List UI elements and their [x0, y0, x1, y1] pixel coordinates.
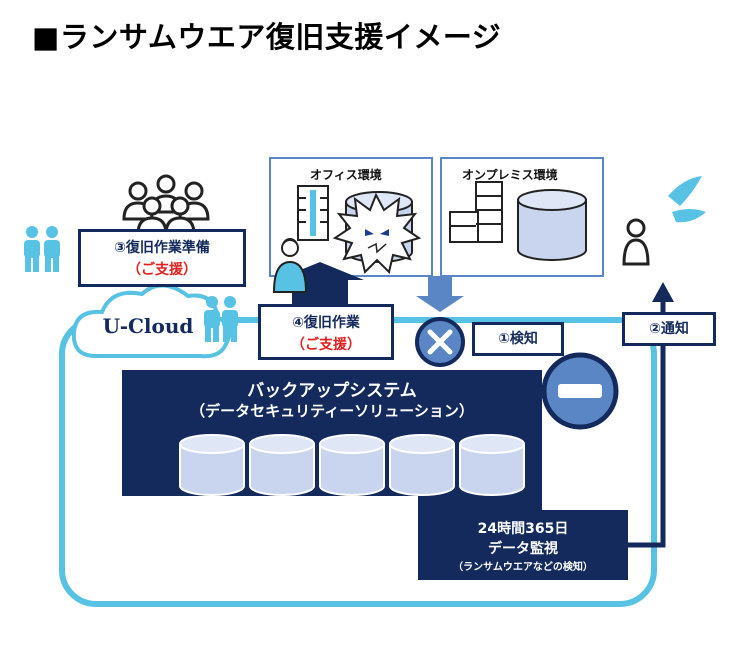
- notify-connector-line: [628, 300, 666, 548]
- step3-label: ③復旧作業準備: [114, 240, 210, 256]
- step4-label: ④復旧作業: [292, 315, 360, 331]
- sweat-drops-icon: [668, 176, 706, 223]
- storage-cylinder-3: [319, 434, 385, 496]
- support-team-icon: [122, 174, 210, 236]
- step1-label: ①検知: [498, 331, 538, 347]
- monitoring-hours: 24時間365日: [477, 521, 569, 537]
- page-title: ■ランサムウエア復旧支援イメージ: [32, 20, 502, 54]
- onprem-down-arrow: [416, 276, 464, 312]
- storage-cylinder-2: [249, 434, 315, 496]
- backup-system-subtitle: （データセキュリティーソリューション）: [190, 402, 474, 420]
- u-cloud-logo: U-Cloud: [102, 314, 194, 338]
- storage-cylinder-5: [459, 434, 525, 496]
- step3-support-note: （ご支援）: [127, 262, 197, 278]
- storage-cylinder-1: [179, 434, 245, 496]
- office-person-icon: [272, 239, 308, 293]
- step1-detection-box: ①検知: [472, 322, 564, 356]
- stop-minus-icon: [541, 352, 619, 430]
- monitoring-title: データ監視: [488, 541, 558, 557]
- onprem-database-icon: [517, 189, 587, 261]
- customer-person-icon: [622, 218, 650, 266]
- step2-label: ②通知: [649, 321, 689, 337]
- step3-recovery-prep-box: ③復旧作業準備 （ご支援）: [78, 229, 246, 287]
- step2-notification-box: ②通知: [622, 312, 716, 346]
- engineer-left-icon: [24, 226, 60, 272]
- onprem-building-icon: [449, 181, 503, 243]
- step4-support-note: （ご支援）: [291, 337, 361, 353]
- office-environment-title: オフィス環境: [310, 168, 382, 182]
- backup-system-name: バックアップシステム: [247, 381, 417, 401]
- virus-icon: [332, 192, 422, 274]
- onprem-environment-title: オンプレミス環境: [462, 168, 558, 182]
- storage-cylinders: [179, 434, 525, 496]
- notify-arrow-head: [652, 282, 674, 302]
- blocked-x-icon: [415, 317, 465, 367]
- step4-recovery-work-box: ④復旧作業 （ご支援）: [258, 304, 394, 360]
- storage-cylinder-4: [389, 434, 455, 496]
- monitoring-note: （ランサムウエアなどの検知）: [453, 562, 593, 573]
